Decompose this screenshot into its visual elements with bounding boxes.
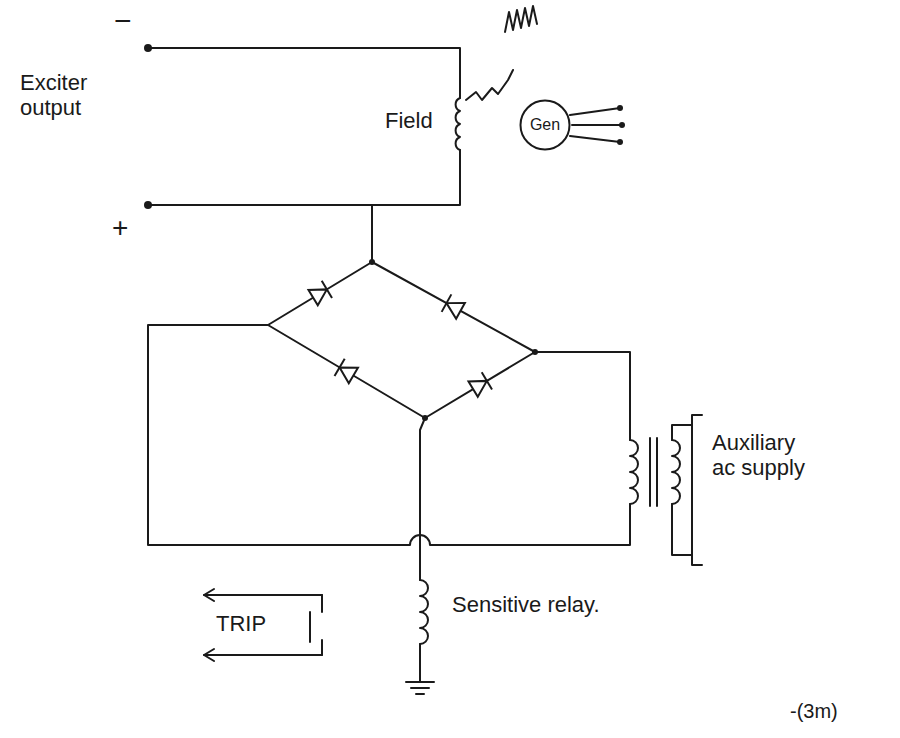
- exciter-wire: [148, 48, 460, 98]
- coil-label: Field: [385, 108, 433, 133]
- junction-dot: [369, 259, 375, 265]
- terminal-dot: [617, 105, 623, 111]
- trip-arrow: [204, 589, 214, 661]
- junction-dot: [422, 415, 428, 421]
- relay-coil: [420, 580, 428, 644]
- exciter-wire: [148, 150, 460, 205]
- transformer-secondary: [630, 440, 638, 504]
- slip-ring-hatch: [505, 6, 537, 32]
- circle-outline: [521, 101, 570, 150]
- transformer-primary: [672, 440, 680, 504]
- terminal-dot: [144, 201, 152, 209]
- generator-lead: [570, 108, 622, 142]
- polarity-sign: +: [112, 212, 128, 244]
- supply-label: Auxiliary ac supply: [712, 430, 824, 481]
- diode-symbol: [335, 359, 359, 384]
- terminal-dot: [619, 122, 625, 128]
- rectifier-bridge: [268, 262, 535, 418]
- relay-label: Sensitive relay.: [452, 592, 600, 617]
- supply-lead: [672, 425, 692, 555]
- generator-circle: Gen: [519, 99, 571, 151]
- relay-feed: [420, 418, 425, 580]
- terminal-dot: [617, 139, 623, 145]
- left-loop: [148, 325, 630, 545]
- polarity-sign: −: [114, 4, 132, 39]
- diode-symbol: [308, 281, 332, 306]
- right-loop: [535, 352, 630, 440]
- relay-contact: [310, 595, 322, 655]
- source-label: Exciter output: [20, 70, 132, 121]
- supply-bracket: [692, 415, 702, 565]
- field-coil: [456, 98, 460, 150]
- bridge-feed: [371, 205, 373, 262]
- mark-label: -(3m): [790, 700, 838, 723]
- terminal-dot: [144, 44, 152, 52]
- junction-dot: [532, 349, 538, 355]
- brush-link: [466, 70, 513, 100]
- node-text: Gen: [530, 116, 560, 134]
- trip-label: TRIP: [216, 611, 266, 636]
- transformer-core: [650, 438, 657, 506]
- diode-symbol: [468, 372, 492, 397]
- trip-lead: [204, 595, 322, 655]
- diode-symbol: [442, 294, 466, 319]
- earth-symbol: [406, 644, 434, 694]
